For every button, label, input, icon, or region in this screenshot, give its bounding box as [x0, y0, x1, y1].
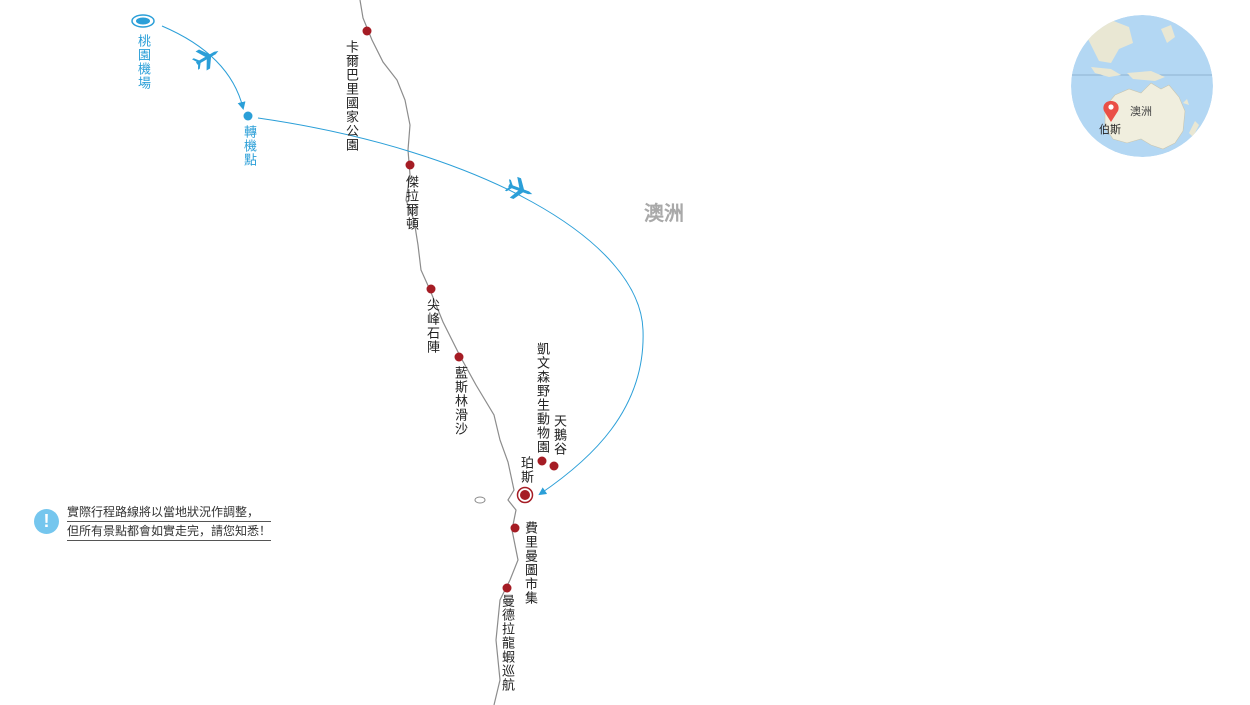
stop-label: 傑拉爾頓: [403, 175, 418, 231]
stop-label: 尖峰石陣: [424, 298, 439, 354]
city-label: 珀斯: [518, 456, 533, 484]
stop-marker: [549, 461, 559, 471]
stop-marker: [405, 160, 415, 170]
stop-marker: [426, 284, 436, 294]
stop-marker: [510, 523, 520, 533]
stop-label: 曼德拉龍蝦巡航: [499, 594, 514, 692]
transfer-label: 轉機點: [241, 125, 256, 167]
notice-text: 實際行程路線將以當地狀況作調整， 但所有景點都會如實走完，請您知悉！: [67, 503, 272, 541]
australia-shape: [1104, 82, 1186, 150]
stop-label: 天鵝谷: [551, 414, 566, 456]
map-pin-icon: [1103, 101, 1119, 122]
coastline: [359, 0, 519, 705]
inset-marker-label: 伯斯: [1099, 123, 1121, 136]
transfer-marker: [243, 111, 253, 121]
notice-line: 但所有景點都會如實走完，請您知悉！: [67, 522, 272, 541]
flight-path-origin-transfer: [161, 25, 246, 110]
stop-marker: [454, 352, 464, 362]
region-label: 澳洲: [644, 201, 684, 225]
exclamation-icon: !: [34, 509, 59, 534]
inset-map: 澳洲 伯斯: [1071, 15, 1213, 157]
inset-region-label: 澳洲: [1130, 105, 1152, 118]
flight-path-transfer-perth: [257, 117, 644, 496]
stop-label: 卡爾巴里國家公園: [343, 40, 358, 152]
island: [474, 496, 486, 504]
plane-icon: [192, 49, 219, 71]
notice-line: 實際行程路線將以當地狀況作調整，: [67, 503, 272, 522]
stop-label: 藍斯林滑沙: [452, 366, 467, 436]
origin-label: 桃園機場: [135, 34, 150, 90]
stop-label: 凱文森野生動物園: [534, 342, 549, 454]
stop-label: 費里曼圖市集: [522, 521, 537, 605]
stop-marker: [362, 26, 372, 36]
stop-marker: [502, 583, 512, 593]
stop-marker: [537, 456, 547, 466]
plane-icon: [504, 176, 533, 199]
